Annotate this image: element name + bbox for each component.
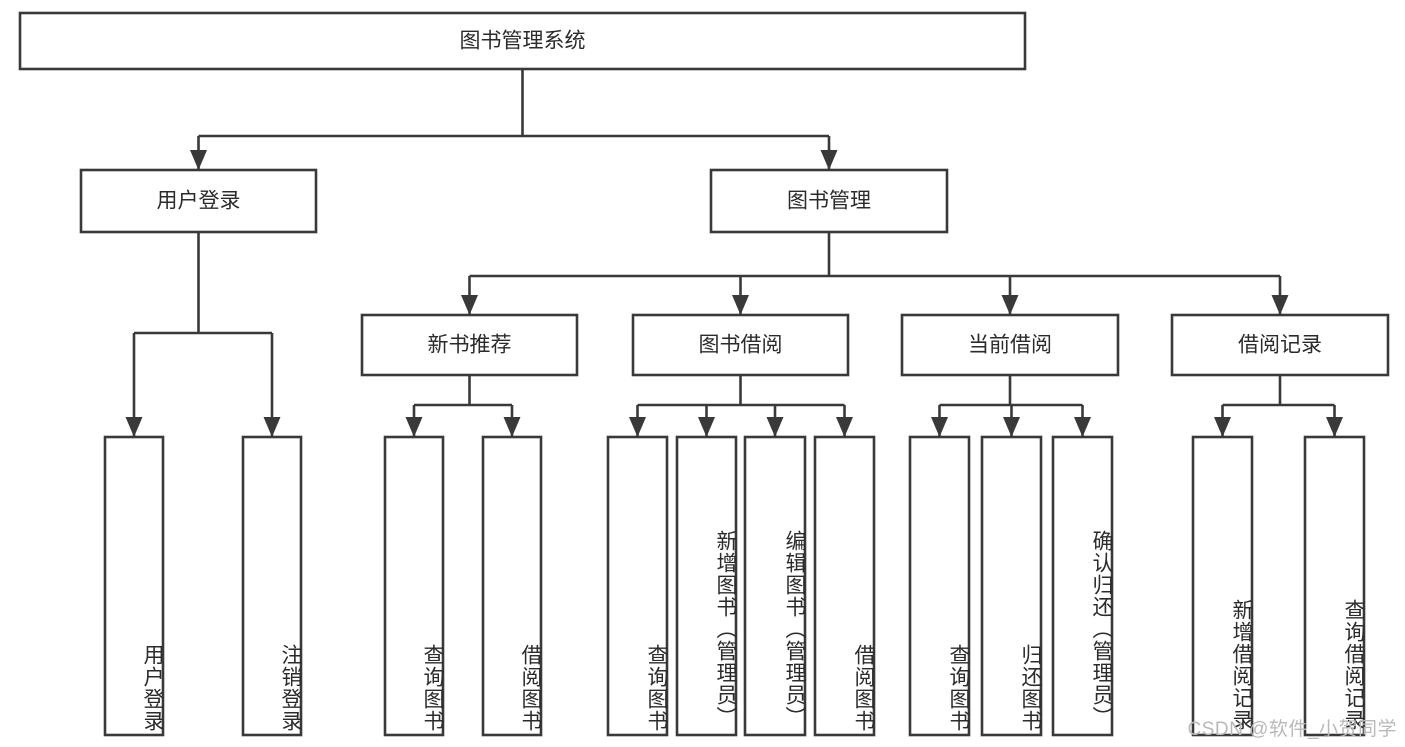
- node-leaf-return-book-hit-area[interactable]: [982, 437, 1041, 735]
- node-leaf-query-record[interactable]: [1303, 435, 1366, 737]
- arrow-to-leaf-query-book-cur: [931, 417, 948, 437]
- node-leaf-query-book-borrow[interactable]: [606, 435, 669, 737]
- node-root-label: 图书管理系统: [460, 30, 586, 53]
- arrow-to-current-borrow: [1001, 295, 1019, 315]
- node-leaf-query-book-rec[interactable]: [383, 435, 445, 737]
- node-leaf-add-book-hit-area[interactable]: [677, 437, 736, 735]
- node-leaf-return-book-rect[interactable]: [980, 435, 1043, 737]
- node-leaf-confirm-return[interactable]: [1051, 435, 1114, 737]
- node-leaf-edit-book-rect[interactable]: [743, 435, 807, 737]
- node-borrow-record-rect[interactable]: [1170, 313, 1390, 377]
- node-leaf-add-record-rect[interactable]: [1191, 435, 1254, 737]
- node-root[interactable]: [18, 11, 1027, 71]
- node-leaf-user-logout-rect[interactable]: [241, 435, 303, 737]
- node-leaf-query-book-cur[interactable]: [908, 435, 971, 737]
- node-leaf-return-book[interactable]: [980, 435, 1043, 737]
- node-borrow-record[interactable]: [1170, 313, 1390, 377]
- node-leaf-add-record-hit-area[interactable]: [1193, 437, 1252, 735]
- arrow-to-leaf-edit-book: [766, 417, 784, 437]
- arrow-to-leaf-query-book-borrow: [629, 417, 646, 437]
- arrow-to-leaf-add-book: [698, 417, 715, 437]
- arrow-to-book-borrow: [732, 295, 749, 315]
- node-new-book-recommend-label: 新书推荐: [428, 334, 512, 357]
- arrow-to-user-login: [190, 150, 207, 170]
- node-leaf-query-book-rec-rect[interactable]: [383, 435, 445, 737]
- node-leaf-borrow-book-rect[interactable]: [813, 435, 876, 737]
- node-borrow-record-label: 借阅记录: [1238, 334, 1322, 357]
- node-leaf-borrow-book-rec-hit-area[interactable]: [483, 437, 541, 735]
- arrow-to-leaf-confirm-return: [1074, 417, 1091, 437]
- node-leaf-query-book-rec-hit-area[interactable]: [385, 437, 443, 735]
- node-leaf-query-record-hit-area[interactable]: [1305, 437, 1364, 735]
- boxes-layer: [18, 11, 1390, 737]
- node-leaf-edit-book-hit-area[interactable]: [745, 437, 805, 735]
- node-leaf-user-login[interactable]: [103, 435, 165, 737]
- node-leaf-add-book[interactable]: [675, 435, 738, 737]
- arrow-to-leaf-borrow-book-rec: [503, 417, 521, 437]
- node-leaf-confirm-return-hit-area[interactable]: [1053, 437, 1112, 735]
- node-user-login-rect[interactable]: [79, 168, 318, 234]
- node-leaf-add-record[interactable]: [1191, 435, 1254, 737]
- node-current-borrow[interactable]: [900, 313, 1120, 377]
- node-leaf-query-book-borrow-rect[interactable]: [606, 435, 669, 737]
- node-book-borrow-label: 图书借阅: [699, 334, 783, 357]
- arrow-to-book-manage: [820, 150, 838, 170]
- arrow-to-leaf-borrow-book: [836, 417, 853, 437]
- node-leaf-borrow-book-rec-rect[interactable]: [481, 435, 543, 737]
- node-leaf-edit-book[interactable]: [743, 435, 807, 737]
- arrow-to-leaf-user-logout: [263, 417, 281, 437]
- node-book-borrow-rect[interactable]: [631, 313, 850, 377]
- node-book-manage-label: 图书管理: [787, 190, 871, 213]
- node-leaf-user-login-rect[interactable]: [103, 435, 165, 737]
- node-leaf-query-book-borrow-hit-area[interactable]: [608, 437, 667, 735]
- node-leaf-borrow-book-rec[interactable]: [481, 435, 543, 737]
- node-new-book-recommend-rect[interactable]: [360, 313, 579, 377]
- node-user-login[interactable]: [79, 168, 318, 234]
- node-leaf-user-logout[interactable]: [241, 435, 303, 737]
- node-leaf-user-logout-hit-area[interactable]: [243, 437, 301, 735]
- arrow-to-leaf-return-book: [1003, 417, 1020, 437]
- arrow-to-leaf-query-book-rec: [405, 417, 423, 437]
- node-leaf-add-book-rect[interactable]: [675, 435, 738, 737]
- arrow-to-new-book-recommend: [461, 295, 478, 315]
- arrow-to-borrow-record: [1271, 295, 1289, 315]
- node-book-borrow[interactable]: [631, 313, 850, 377]
- node-user-login-label: 用户登录: [157, 190, 241, 213]
- arrow-to-leaf-query-record: [1326, 417, 1343, 437]
- node-leaf-borrow-book-hit-area[interactable]: [815, 437, 874, 735]
- node-leaf-query-book-cur-rect[interactable]: [908, 435, 971, 737]
- node-leaf-query-record-rect[interactable]: [1303, 435, 1366, 737]
- node-leaf-query-book-cur-hit-area[interactable]: [910, 437, 969, 735]
- node-root-rect[interactable]: [18, 11, 1027, 71]
- arrow-to-leaf-user-login: [125, 417, 143, 437]
- arrow-to-leaf-add-record: [1214, 417, 1231, 437]
- node-current-borrow-rect[interactable]: [900, 313, 1120, 377]
- watermark-text: CSDN @软件_小贺同学: [1187, 719, 1397, 740]
- node-leaf-borrow-book[interactable]: [813, 435, 876, 737]
- connectors-layer: [125, 69, 1343, 437]
- node-leaf-user-login-hit-area[interactable]: [105, 437, 163, 735]
- node-book-manage-rect[interactable]: [709, 168, 949, 234]
- node-leaf-confirm-return-rect[interactable]: [1051, 435, 1114, 737]
- node-new-book-recommend[interactable]: [360, 313, 579, 377]
- node-current-borrow-label: 当前借阅: [968, 334, 1052, 357]
- node-book-manage[interactable]: [709, 168, 949, 234]
